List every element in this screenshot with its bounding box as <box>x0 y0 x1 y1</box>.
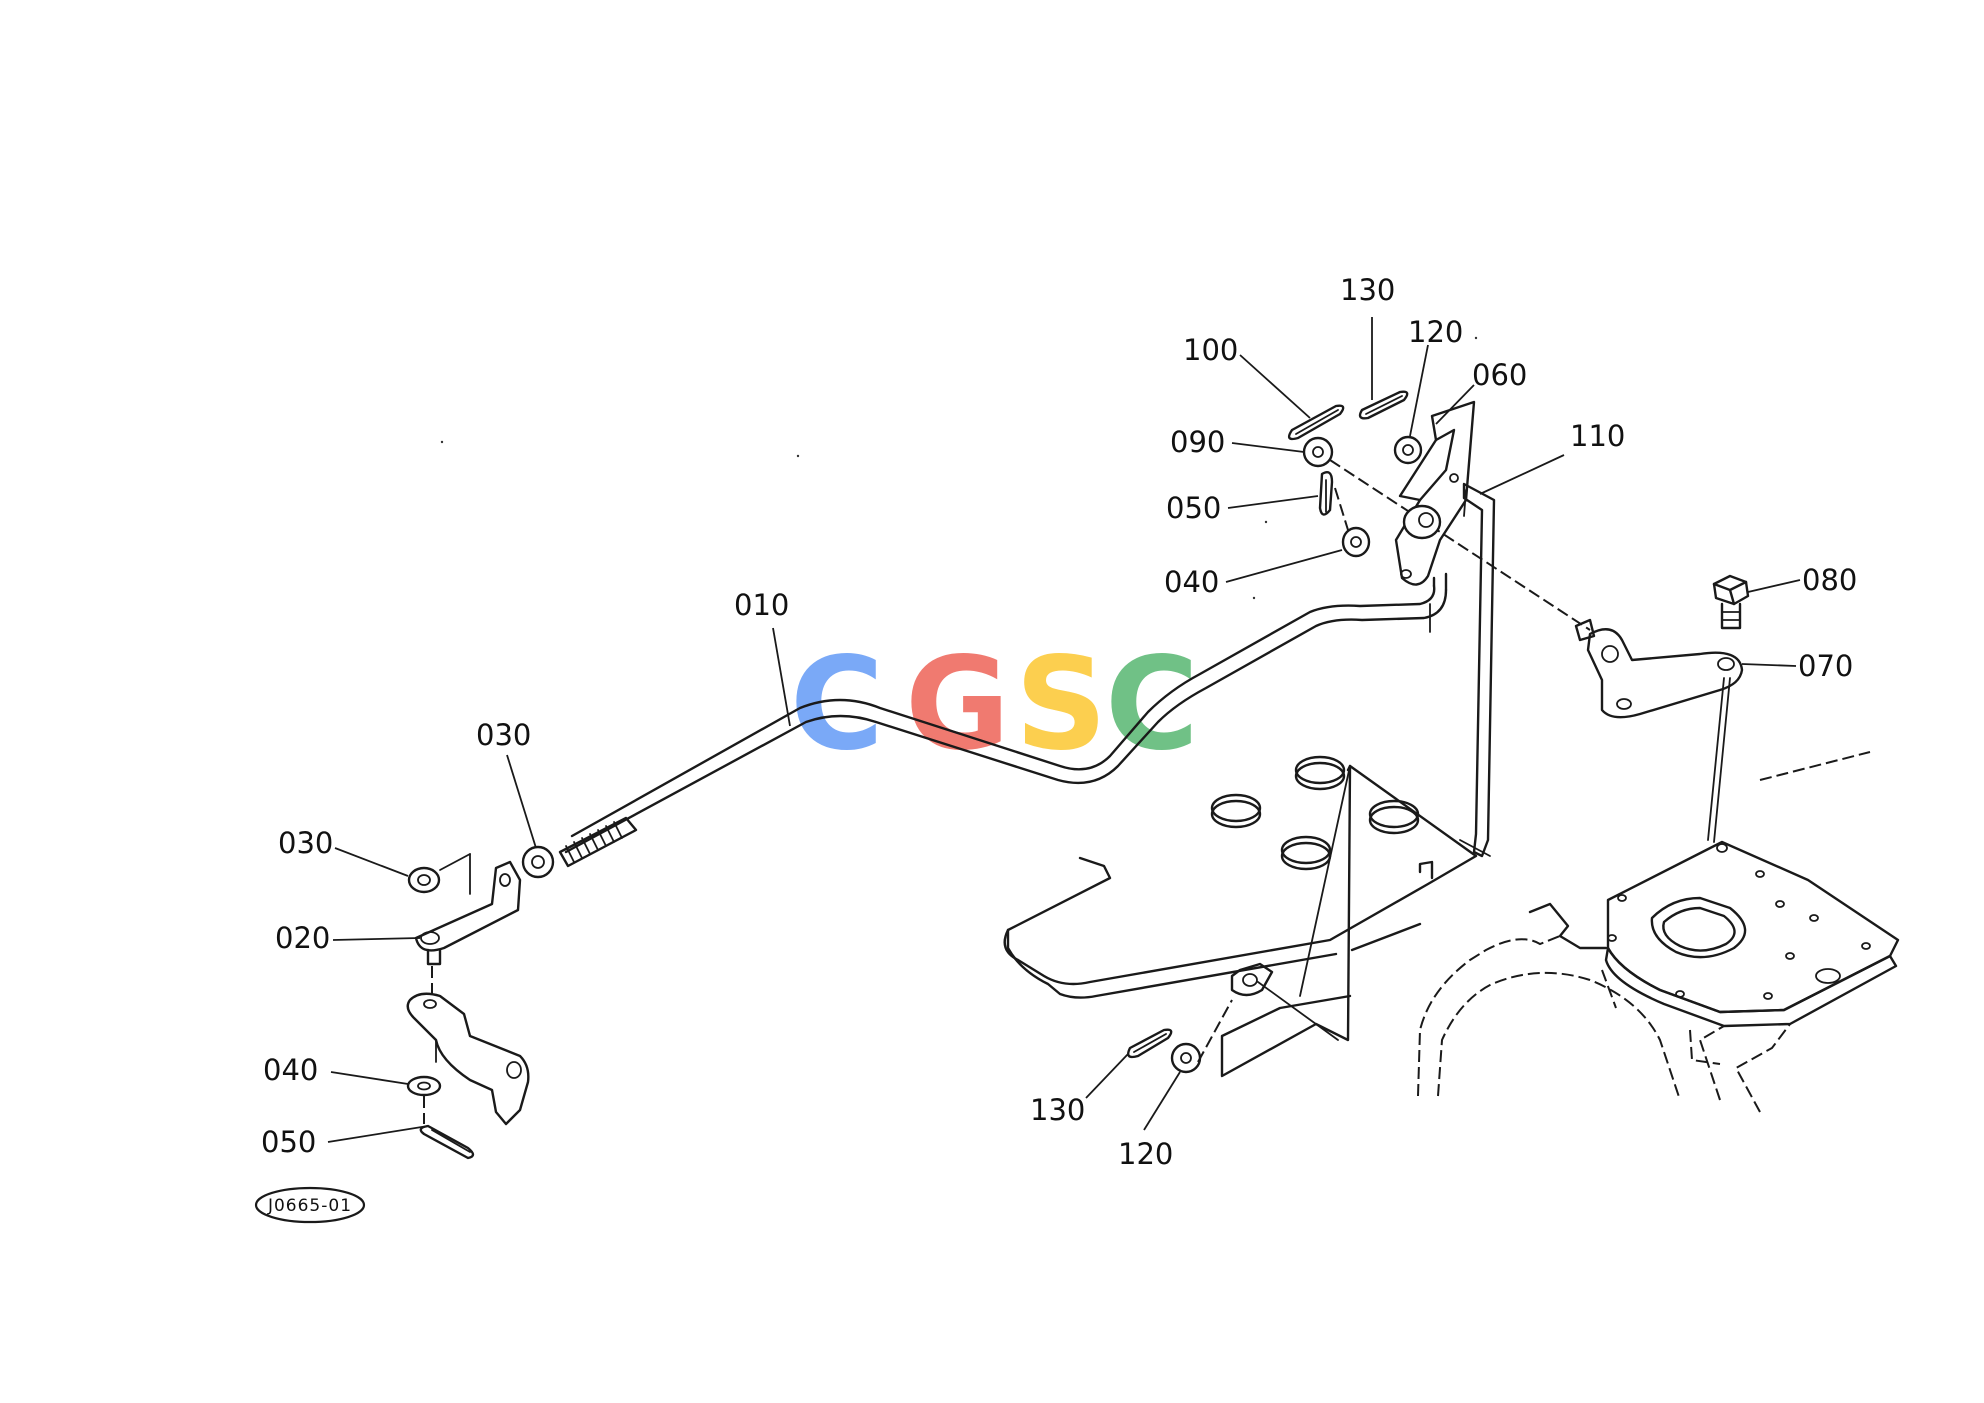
link-020 <box>414 853 522 952</box>
reference-code-badge: J0665-01 <box>254 1186 366 1224</box>
callout-130-top: 130 <box>1340 273 1395 307</box>
cotter-pin-050-right <box>1318 471 1334 516</box>
callout-110: 110 <box>1570 419 1625 453</box>
callout-100: 100 <box>1183 333 1238 367</box>
callout-030-upper: 030 <box>476 718 531 752</box>
callout-labels: 010 030 030 020 040 050 100 130 120 060 … <box>261 273 1857 1171</box>
callout-120-top: 120 <box>1408 315 1463 349</box>
callout-010: 010 <box>734 588 789 622</box>
washer-120-top <box>1393 435 1423 465</box>
right-arm-assembly <box>1574 574 1750 843</box>
callout-030-left: 030 <box>278 826 333 860</box>
rod-010 <box>558 572 1448 868</box>
left-assembly <box>406 845 555 1160</box>
bolt-080 <box>1712 574 1750 630</box>
callout-090: 090 <box>1170 425 1225 459</box>
callout-080: 080 <box>1802 563 1857 597</box>
cotter-pin-130-top <box>1358 390 1409 420</box>
callout-050-left: 050 <box>261 1125 316 1159</box>
watermark-letter-c2: C <box>1105 630 1199 779</box>
callout-070: 070 <box>1798 649 1853 683</box>
pedal-hinge <box>1230 962 1339 1041</box>
callout-040-right: 040 <box>1164 565 1219 599</box>
rod-110 <box>1459 482 1496 858</box>
housing <box>1417 751 1900 1113</box>
leader-lines <box>327 317 1801 1143</box>
washer-040-right <box>1341 526 1371 558</box>
arm-070 <box>1574 618 1744 843</box>
reference-code: J0665-01 <box>267 1196 352 1216</box>
callout-050-right: 050 <box>1166 491 1221 525</box>
cotter-pin-130-bottom <box>1127 1028 1173 1059</box>
washer-040-left <box>406 1075 442 1097</box>
pedal-rings <box>1210 755 1420 871</box>
watermark-letter-g: G <box>905 630 1010 779</box>
lever-plate <box>406 992 530 1126</box>
rod-thread <box>558 816 638 868</box>
scan-specks <box>440 336 1478 600</box>
callout-130-bottom: 130 <box>1030 1093 1085 1127</box>
nut-030-left <box>407 866 441 894</box>
callout-020: 020 <box>275 921 330 955</box>
washer-090 <box>1302 436 1334 468</box>
pedal-plate <box>1003 755 1478 1078</box>
cotter-pin-050-left <box>419 1124 475 1160</box>
cotter-pin-100 <box>1287 404 1345 441</box>
bracket-060 <box>1394 400 1476 586</box>
watermark: C G S C <box>790 630 1199 779</box>
upper-right-assembly <box>1287 390 1591 858</box>
callout-040-left: 040 <box>263 1053 318 1087</box>
callout-060: 060 <box>1472 358 1527 392</box>
watermark-letter-s: S <box>1015 630 1107 779</box>
nut-030-right <box>521 845 555 879</box>
washer-120-bottom <box>1170 1042 1202 1074</box>
callout-120-bottom: 120 <box>1118 1137 1173 1171</box>
